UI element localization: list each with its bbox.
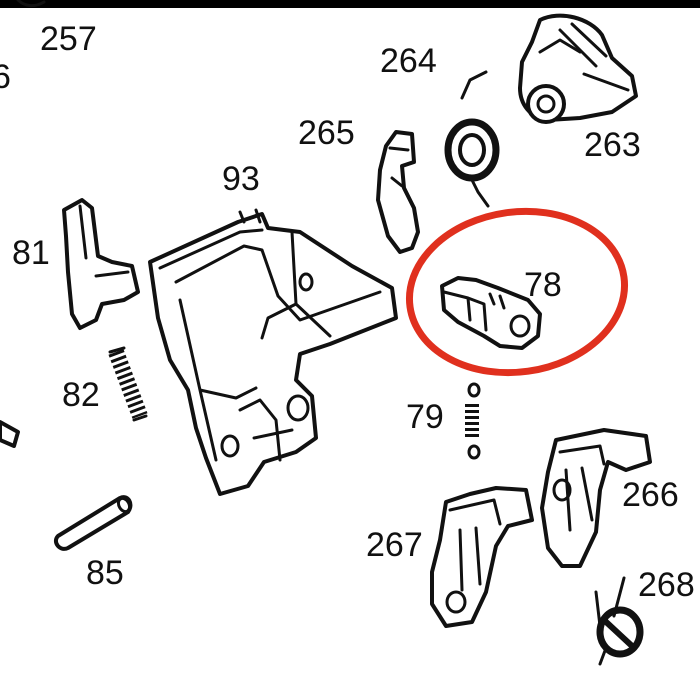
label-part-265: 265 bbox=[298, 114, 355, 152]
part-78-drawing bbox=[440, 276, 542, 350]
label-part-257: 257 bbox=[40, 20, 97, 58]
label-part-264: 264 bbox=[380, 42, 437, 80]
highlight-ring bbox=[405, 207, 629, 377]
label-part-6: 6 bbox=[0, 58, 11, 96]
left-pin-fragment bbox=[0, 420, 20, 448]
part-85-drawing bbox=[53, 495, 133, 551]
label-part-85: 85 bbox=[86, 554, 124, 592]
label-part-267: 267 bbox=[366, 526, 423, 564]
part-81-drawing bbox=[62, 198, 140, 330]
label-part-266: 266 bbox=[622, 476, 679, 514]
part-264-drawing bbox=[444, 70, 500, 208]
part-268-drawing bbox=[594, 576, 644, 666]
part-93-drawing bbox=[148, 208, 398, 496]
label-part-78: 78 bbox=[524, 266, 562, 304]
part-79-drawing bbox=[465, 382, 481, 460]
part-82-drawing bbox=[108, 346, 148, 422]
label-part-82: 82 bbox=[62, 376, 100, 414]
part-267-drawing bbox=[430, 486, 534, 628]
label-part-79: 79 bbox=[406, 398, 444, 436]
part-263-drawing bbox=[518, 13, 638, 124]
part-257-drawing bbox=[16, 0, 46, 8]
part-265-drawing bbox=[376, 130, 420, 254]
label-part-268: 268 bbox=[638, 566, 695, 604]
label-part-263: 263 bbox=[584, 126, 641, 164]
top-frame-bar bbox=[0, 0, 700, 8]
part-266-drawing bbox=[540, 428, 652, 568]
label-part-81: 81 bbox=[12, 234, 50, 272]
label-part-93: 93 bbox=[222, 160, 260, 198]
